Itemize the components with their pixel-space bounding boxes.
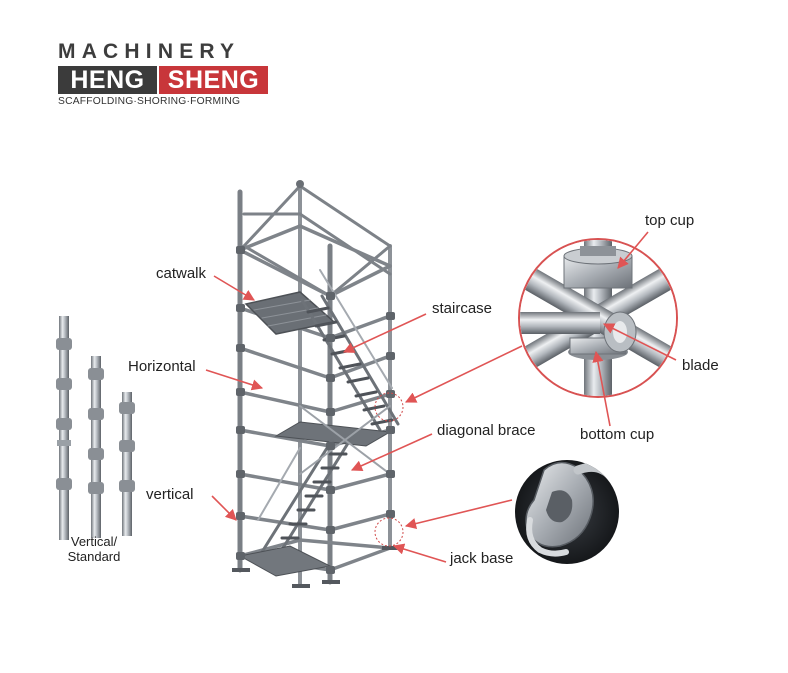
brand-heng: HENG: [58, 66, 157, 94]
label-top-cup: top cup: [645, 212, 695, 229]
jack-base-photo: [515, 460, 619, 564]
label-vertical: vertical: [146, 486, 194, 503]
label-vertical-standard: Vertical/ Standard: [62, 534, 126, 564]
label-bottom-cup: bottom cup: [580, 426, 655, 443]
arrow-blade: [602, 323, 677, 361]
brand-sheng: SHENG: [159, 66, 268, 94]
label-blade: blade: [682, 357, 719, 374]
standard-tall: [56, 316, 72, 540]
label-horizontal: Horizontal: [128, 358, 196, 375]
label-vertical-standard-line2: Standard: [67, 549, 121, 564]
brand-machinery: MACHINERY: [58, 40, 241, 63]
brand-logo: MACHINERY HENG SHENG SCAFFOLDING·SHORING…: [58, 40, 268, 107]
jack-highlight: [374, 517, 404, 547]
arrow-staircase: [342, 313, 427, 353]
label-vertical-standard-line1: Vertical/: [70, 534, 118, 549]
brand-name: HENG SHENG: [58, 66, 268, 94]
brand-tagline: SCAFFOLDING·SHORING·FORMING: [58, 96, 241, 107]
vertical-standards: [56, 316, 135, 540]
arrow-jack-base: [392, 543, 447, 563]
callout-leaders: [404, 345, 523, 530]
arrow-bottom-cup: [592, 350, 611, 427]
scaffold-tower: [232, 180, 400, 588]
lower-stair: [257, 438, 352, 558]
standard-short: [119, 392, 135, 536]
cuplock-zoom: [518, 238, 678, 398]
callout-arrows: [205, 231, 677, 563]
arrow-horizontal: [205, 369, 264, 391]
node-highlight: [374, 392, 404, 422]
arrow-diagonal-brace: [350, 433, 433, 471]
label-catwalk: catwalk: [156, 265, 207, 282]
label-jack-base: jack base: [450, 550, 514, 567]
standard-medium: [88, 356, 104, 538]
arrow-catwalk: [213, 275, 255, 301]
arrow-top-cup: [617, 231, 649, 269]
arrow-vertical: [211, 495, 237, 521]
label-staircase: staircase: [432, 300, 493, 317]
label-diagonal-brace: diagonal brace: [437, 422, 536, 439]
